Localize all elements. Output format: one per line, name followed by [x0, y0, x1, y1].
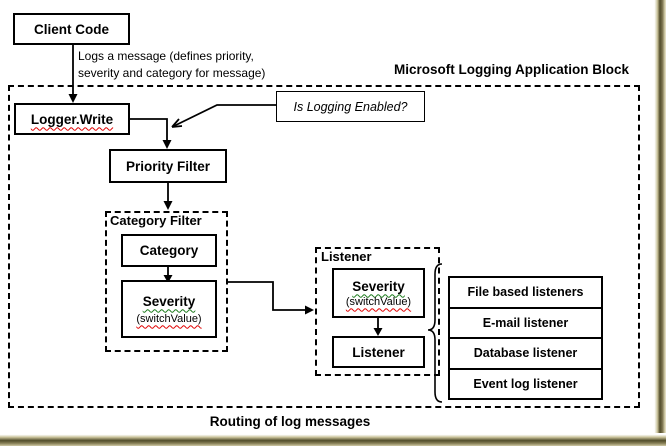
category-filter-group-label: Category Filter [110, 213, 202, 228]
category-node: Category [121, 234, 217, 267]
client-code-node: Client Code [13, 13, 130, 45]
switchvalue-label: (switchValue) [136, 312, 202, 325]
is-logging-enabled-label: Is Logging Enabled? [293, 99, 408, 114]
note-line-2: severity and category for message) [78, 66, 266, 80]
is-logging-enabled-node: Is Logging Enabled? [276, 91, 425, 122]
category-label: Category [139, 243, 199, 258]
logger-write-node: Logger.Write [14, 103, 130, 135]
listener-type-row-eventlog: Event log listener [473, 376, 578, 391]
client-code-label: Client Code [33, 21, 109, 37]
listener-type-row-database: Database listener [450, 339, 601, 370]
severity-node-category-filter: Severity (switchValue) [121, 280, 217, 338]
severity-label: Severity [142, 293, 196, 309]
severity-node-listener: Severity (switchValue) [332, 268, 425, 318]
diagram-caption: Routing of log messages [209, 414, 371, 429]
note-line-1: Logs a message (defines priority, [78, 49, 254, 63]
listener-label: Listener [352, 344, 405, 360]
priority-filter-label: Priority Filter [125, 158, 211, 174]
listener-group [315, 247, 440, 376]
switchvalue-label-2: (switchValue) [345, 295, 412, 308]
frame-shadow-right [650, 0, 666, 446]
listener-types-list: File based listeners E-mail listener Dat… [448, 276, 603, 400]
severity-label-2: Severity [352, 278, 405, 294]
diagram-title: Microsoft Logging Application Block [394, 62, 629, 77]
listener-type-row-email: E-mail listener [450, 309, 601, 339]
listener-group-label: Listener [321, 249, 372, 264]
listener-type-row-file: File based listeners [450, 278, 601, 309]
listener-node: Listener [332, 336, 425, 368]
application-block-container [8, 85, 640, 408]
category-filter-group [105, 211, 228, 352]
priority-filter-node: Priority Filter [109, 149, 227, 183]
frame-shadow-bottom [0, 433, 666, 446]
logger-write-label: Logger.Write [30, 111, 114, 127]
log-message-note: Logs a message (defines priority, severi… [78, 48, 265, 82]
